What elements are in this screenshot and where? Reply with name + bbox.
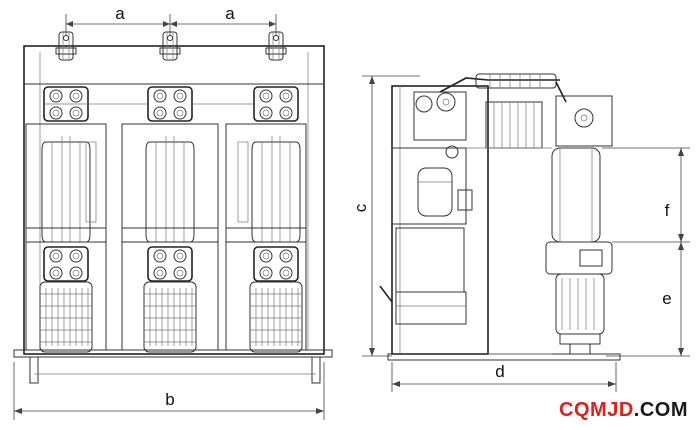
dimension-label-e: e [662, 289, 671, 308]
dimension-a: a a [65, 4, 277, 36]
side-view: c d f e [351, 73, 690, 392]
dimension-label-f: f [665, 201, 670, 220]
dimension-label-c: c [351, 203, 370, 212]
watermark-logo: CQMJD.COM [559, 399, 688, 422]
dimension-label-b: b [165, 390, 174, 409]
dimension-label-a: a [115, 4, 125, 23]
front-frame [23, 45, 325, 355]
coil-unit [417, 167, 453, 217]
dimension-d: d [391, 362, 617, 392]
dimension-f: f [602, 147, 690, 243]
dimension-c: c [351, 75, 420, 357]
phase-column [25, 31, 107, 353]
phase-column [121, 31, 219, 353]
side-interrupter [545, 147, 613, 354]
dimension-label-a: a [225, 4, 235, 23]
front-view: a a b [13, 4, 333, 420]
phase-column [225, 31, 307, 353]
dimension-e: e [606, 242, 690, 357]
side-frame [391, 85, 489, 355]
operating-mechanism [413, 73, 613, 149]
dimension-b: b [13, 362, 325, 420]
watermark-suffix: .COM [633, 399, 688, 421]
dimension-label-d: d [495, 362, 504, 381]
watermark-main: CQMJD [559, 399, 634, 421]
